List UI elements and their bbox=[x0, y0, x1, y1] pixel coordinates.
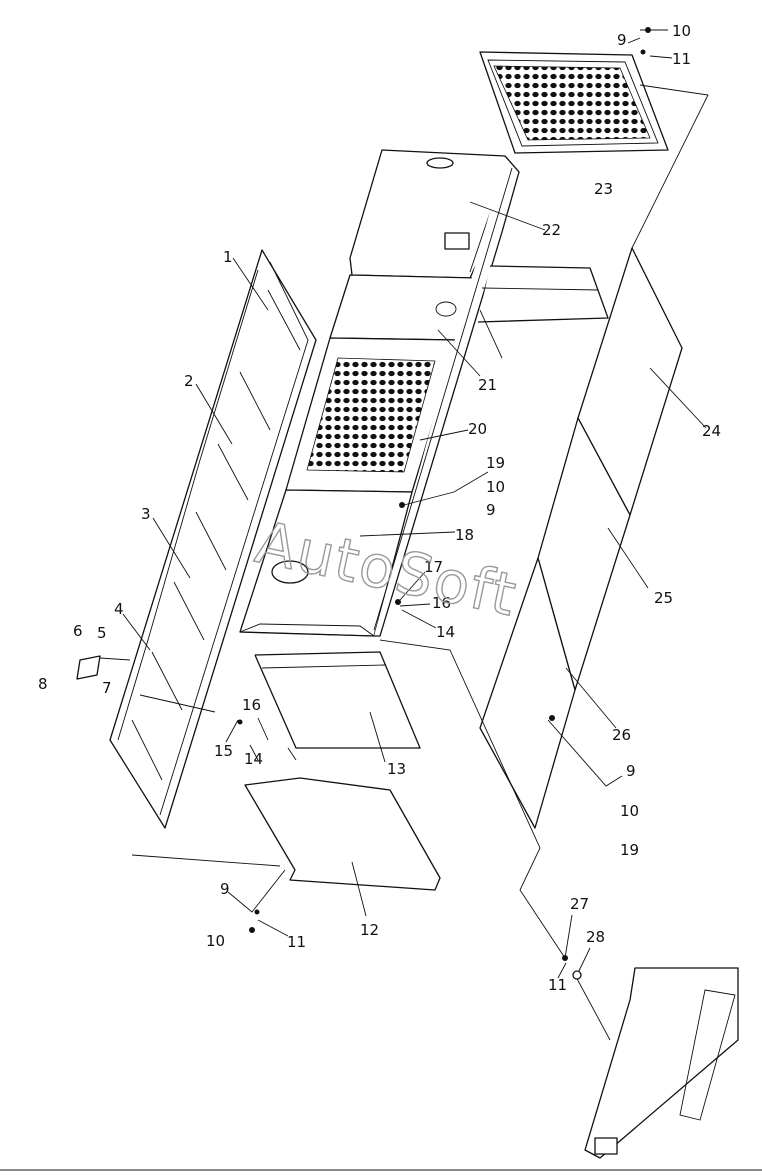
part-13-lower-frame bbox=[254, 651, 421, 761]
part-22-upper-panel bbox=[349, 149, 520, 279]
callout-9-mid: 9 bbox=[486, 501, 496, 519]
callout-5: 5 bbox=[97, 624, 107, 642]
callout-16-left: 16 bbox=[242, 696, 261, 714]
callout-9-right: 9 bbox=[626, 762, 636, 780]
callout-9-bottom: 9 bbox=[220, 880, 230, 898]
part-12-bottom-plate bbox=[244, 777, 441, 891]
callout-21: 21 bbox=[478, 376, 497, 394]
callout-25: 25 bbox=[654, 589, 673, 607]
callout-11-bottom: 11 bbox=[287, 933, 306, 951]
callout-19-right: 19 bbox=[620, 841, 639, 859]
left-door-assembly bbox=[109, 249, 317, 829]
callout-26: 26 bbox=[612, 726, 631, 744]
callout-12: 12 bbox=[360, 921, 379, 939]
leader-lines bbox=[99, 29, 709, 1041]
callout-16-right: 16 bbox=[432, 594, 451, 612]
callout-18: 18 bbox=[455, 526, 474, 544]
callout-1: 1 bbox=[223, 248, 233, 266]
callout-10-right: 10 bbox=[620, 802, 639, 820]
callout-9-top: 9 bbox=[617, 31, 627, 49]
callout-19-mid: 19 bbox=[486, 454, 505, 472]
callout-4: 4 bbox=[114, 600, 124, 618]
callouts: 1 2 3 4 5 6 7 8 9 10 11 9 10 11 12 13 14… bbox=[38, 22, 721, 994]
callout-2: 2 bbox=[184, 372, 194, 390]
callout-17: 17 bbox=[424, 558, 443, 576]
callout-3: 3 bbox=[141, 505, 151, 523]
callout-11-right: 11 bbox=[548, 976, 567, 994]
part-21-mid-panel bbox=[329, 274, 479, 341]
callout-15: 15 bbox=[214, 742, 233, 760]
part-18-lower-panel bbox=[239, 489, 413, 637]
callout-10-top: 10 bbox=[672, 22, 691, 40]
part-26-side-panel bbox=[479, 557, 576, 829]
callout-13: 13 bbox=[387, 760, 406, 778]
rear-frame bbox=[477, 265, 609, 359]
machine-thumbnail bbox=[584, 967, 739, 1159]
callout-27: 27 bbox=[570, 895, 589, 913]
callout-23: 23 bbox=[594, 180, 613, 198]
fasteners bbox=[237, 27, 651, 980]
callout-22: 22 bbox=[542, 221, 561, 239]
callout-14-left: 14 bbox=[244, 750, 263, 768]
part-20-mesh-panel bbox=[285, 337, 459, 493]
callout-20: 20 bbox=[468, 420, 487, 438]
callout-10-mid: 10 bbox=[486, 478, 505, 496]
callout-8: 8 bbox=[38, 675, 48, 693]
callout-11-top: 11 bbox=[672, 50, 691, 68]
callout-10-bottom: 10 bbox=[206, 932, 225, 950]
part-8-small-cover bbox=[76, 655, 101, 680]
column-side-rail bbox=[373, 155, 520, 637]
callout-7: 7 bbox=[102, 679, 112, 697]
part-23-top-grille bbox=[479, 51, 669, 154]
callout-14-right: 14 bbox=[436, 623, 455, 641]
callout-24: 24 bbox=[702, 422, 721, 440]
callout-6: 6 bbox=[73, 622, 83, 640]
callout-28: 28 bbox=[586, 928, 605, 946]
